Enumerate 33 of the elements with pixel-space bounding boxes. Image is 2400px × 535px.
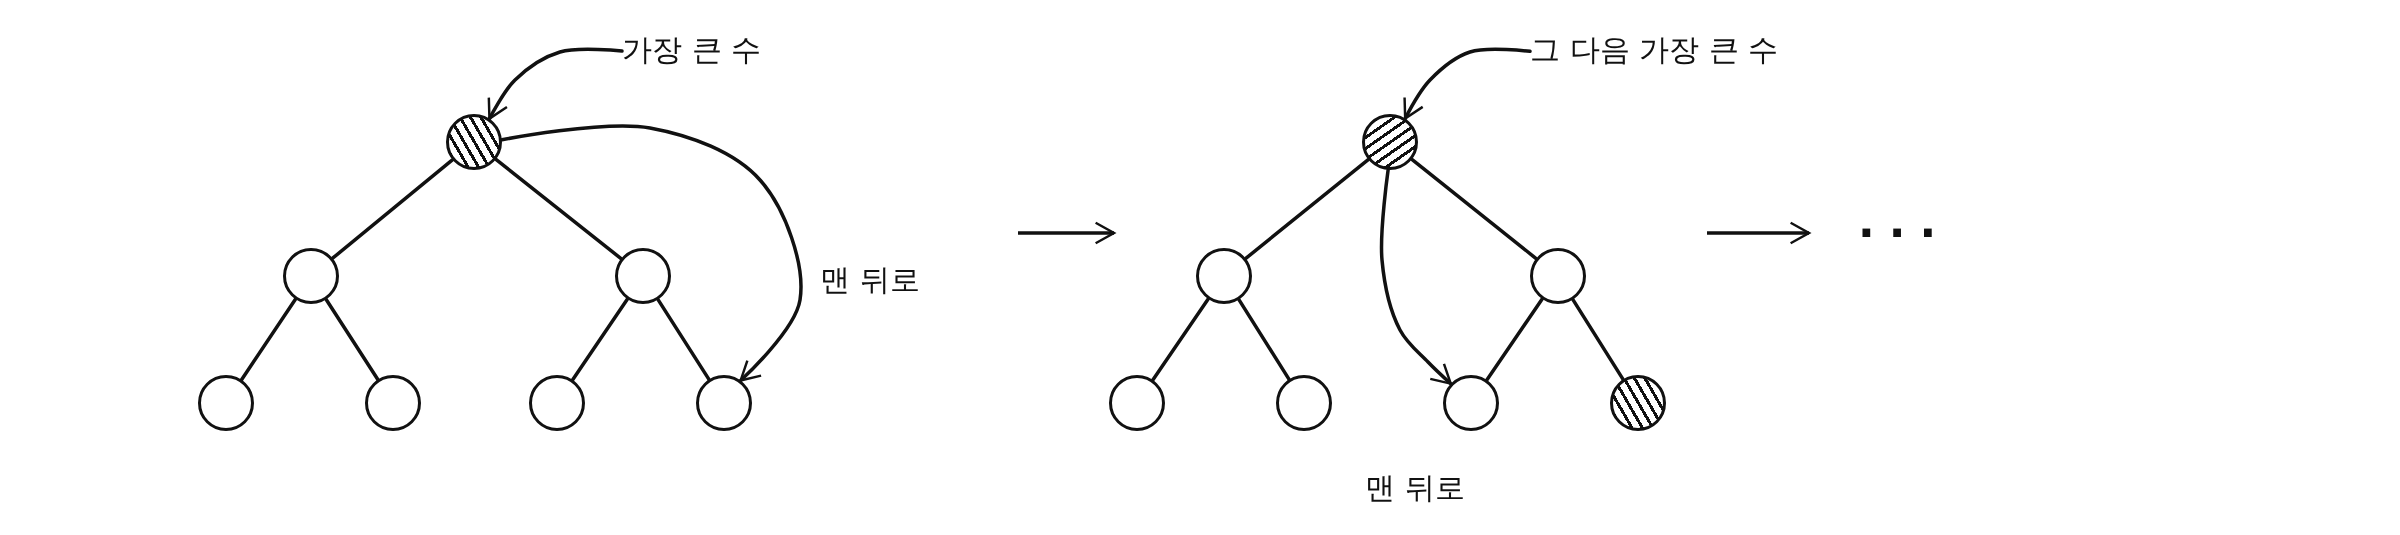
leader-arrow bbox=[487, 47, 624, 121]
tree-node-circle bbox=[1196, 248, 1252, 304]
tree-edge bbox=[330, 158, 455, 260]
tree-node-circle bbox=[529, 375, 585, 431]
hatched-tree-node-circle bbox=[1362, 114, 1418, 170]
tree-node-circle bbox=[1530, 248, 1586, 304]
hatched-tree-node-circle bbox=[1610, 375, 1666, 431]
curved-arrow bbox=[500, 124, 803, 383]
tree-edge bbox=[1485, 297, 1544, 382]
ellipsis-text: ... bbox=[1858, 196, 1951, 247]
tree-node-circle bbox=[1443, 375, 1499, 431]
tree-edge bbox=[656, 297, 711, 382]
leader-arrow bbox=[1403, 47, 1532, 121]
tree-edge bbox=[1244, 157, 1370, 261]
hatched-tree-node-circle bbox=[446, 114, 502, 170]
tree-node-circle bbox=[1109, 375, 1165, 431]
tree-edge bbox=[324, 297, 380, 382]
tree-edge bbox=[239, 297, 298, 382]
annotation-text: 가장 큰 수 bbox=[622, 32, 762, 68]
tree-edge bbox=[570, 297, 630, 382]
annotation-text: 그 다음 가장 큰 수 bbox=[1530, 32, 1779, 68]
tree-node-circle bbox=[615, 248, 671, 304]
tree-edge bbox=[1237, 297, 1291, 382]
curved-arrow bbox=[1379, 168, 1453, 386]
tree-node-circle bbox=[1276, 375, 1332, 431]
tree-edge bbox=[494, 157, 623, 261]
tree-edge bbox=[1151, 297, 1210, 382]
tree-edge bbox=[1410, 157, 1538, 261]
tree-node-circle bbox=[696, 375, 752, 431]
tree-node-circle bbox=[283, 248, 339, 304]
tree-node-circle bbox=[198, 375, 254, 431]
tree-edge bbox=[1571, 297, 1625, 382]
tree-node-circle bbox=[365, 375, 421, 431]
